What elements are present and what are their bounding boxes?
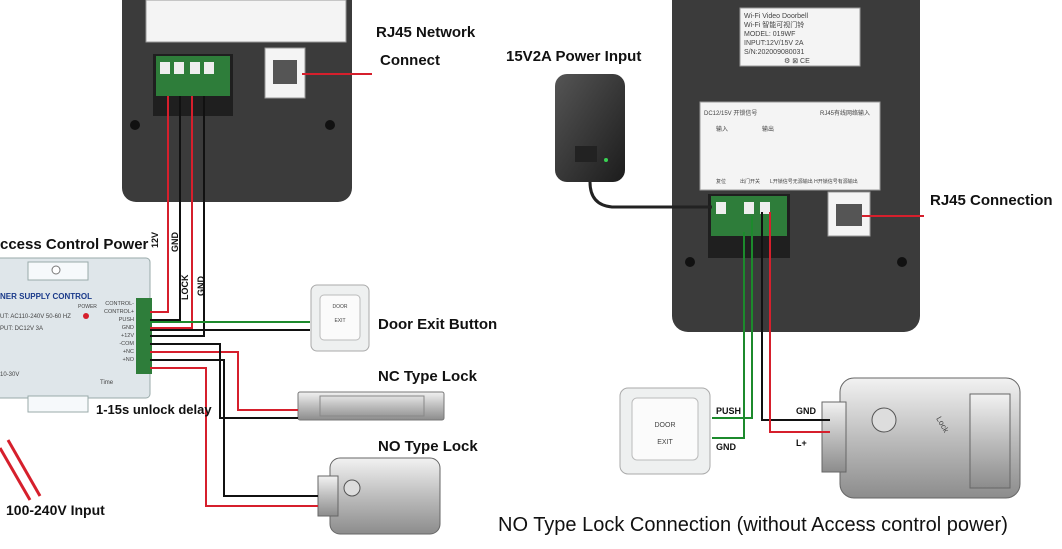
access-control-power-supply (0, 257, 152, 413)
wire-label-gnd-exit: GND (716, 442, 736, 452)
wiring-panel-unlock: L开锁信号无源输出 H开锁信号有源输出 (770, 179, 858, 185)
left-doorbell-unit (122, 0, 352, 202)
right-wires (712, 212, 924, 439)
access-control-power-label: ccess Control Power (0, 236, 149, 253)
wiring-panel-out: 输出 (762, 127, 775, 133)
psu-terminal: PUSH (118, 317, 134, 323)
wire-label-gnd-lock-right: GND (796, 406, 816, 416)
psu-time: Time (100, 380, 114, 386)
right-exit-button (619, 387, 711, 475)
psu-power-indicator: POWER (78, 304, 97, 310)
unlock-delay-label: 1-15s unlock delay (96, 402, 212, 417)
wire-label-l-plus: L+ (796, 438, 807, 448)
exit-button-text-left: DOOR EXIT (330, 304, 350, 324)
exit-button-line: EXIT (657, 439, 673, 446)
no-type-lock-left (317, 457, 441, 535)
doorbell-label-model: MODEL: 019WF (744, 31, 796, 38)
rj45-connection-label: RJ45 Connection (930, 192, 1053, 209)
diagram-caption: NO Type Lock Connection (without Access … (498, 514, 1008, 536)
wiring-panel-dc: DC12/15V 开锁信号 (704, 111, 758, 117)
power-input-label: 15V2A Power Input (506, 48, 642, 65)
left-exit-button (310, 284, 370, 352)
no-type-lock-label: NO Type Lock (378, 438, 478, 455)
doorbell-label-marks: ⚙ ⊠ CE (784, 58, 810, 65)
doorbell-product-label: Wi-Fi Video Doorbell Wi-Fi 智能可视门铃 MODEL:… (744, 12, 810, 66)
psu-terminal: GND (121, 325, 134, 331)
wiring-panel-exit: 出门开关 (740, 179, 761, 185)
exit-button-line: DOOR (654, 422, 676, 429)
door-exit-button-label: Door Exit Button (378, 316, 498, 333)
psu-range: 10-30V (0, 372, 20, 378)
nc-type-lock-label: NC Type Lock (378, 368, 477, 385)
psu-terminal-labels: CONTROL- CONTROL+ PUSH GND +12V -COM +NC… (104, 300, 134, 364)
doorbell-label-input: INPUT:12V/15V 2A (744, 40, 804, 47)
psu-terminal: +12V (121, 333, 134, 339)
psu-terminal: CONTROL+ (104, 309, 135, 315)
exit-button-line: EXIT (334, 318, 346, 324)
psu-terminal: -COM (119, 341, 134, 347)
wire-label-push: PUSH (716, 406, 742, 416)
wire-label-gnd-top: GND (170, 232, 180, 252)
ac-input-label: 100-240V Input (6, 502, 105, 518)
wire-label-12v: 12V (150, 231, 160, 248)
wire-label-gnd-lock: GND (196, 276, 206, 296)
power-adapter (555, 74, 712, 209)
psu-output-spec: PUT: DC12V 3A (0, 326, 44, 332)
psu-terminal: +NC (122, 349, 134, 355)
no-type-lock-right (821, 377, 1021, 499)
doorbell-label-line: Wi-Fi Video Doorbell (744, 13, 809, 20)
nc-magnetic-lock (297, 391, 445, 421)
wiring-panel-in: 输入 (716, 127, 729, 133)
doorbell-label-sn: S/N:202009080031 (744, 49, 805, 56)
left-wires (0, 73, 372, 507)
doorbell-label-line: Wi-Fi 智能可视门铃 (744, 22, 805, 29)
psu-terminal: CONTROL- (105, 301, 134, 307)
exit-button-text-right: DOOR EXIT (652, 422, 678, 446)
rj45-network-label: RJ45 Network (376, 24, 476, 41)
rj45-connect-label: Connect (380, 52, 440, 69)
wiring-panel-reset: 复位 (716, 179, 727, 185)
psu-input-spec: UT: AC110-240V 50-60 HZ (0, 314, 71, 320)
wiring-panel-rj45: RJ45有线网络输入 (820, 111, 871, 117)
exit-button-line: DOOR (332, 304, 348, 310)
right-doorbell-unit (672, 0, 920, 332)
wire-label-lock: LOCK (180, 274, 190, 301)
psu-terminal: +NO (122, 357, 134, 363)
psu-title: NER SUPPLY CONTROL (0, 292, 93, 301)
